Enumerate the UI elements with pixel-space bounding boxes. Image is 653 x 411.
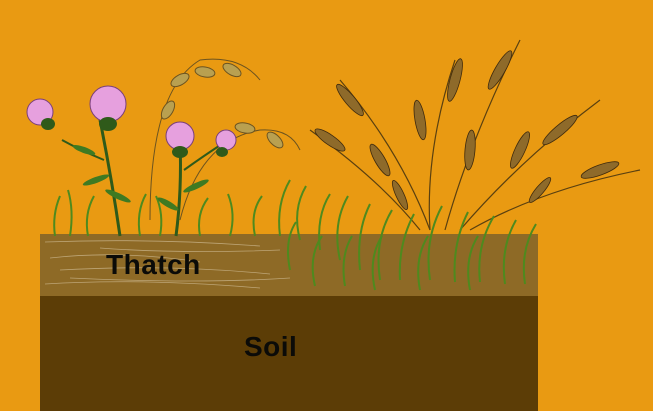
thatch-label: Thatch — [106, 249, 201, 281]
soil-label: Soil — [244, 331, 297, 363]
